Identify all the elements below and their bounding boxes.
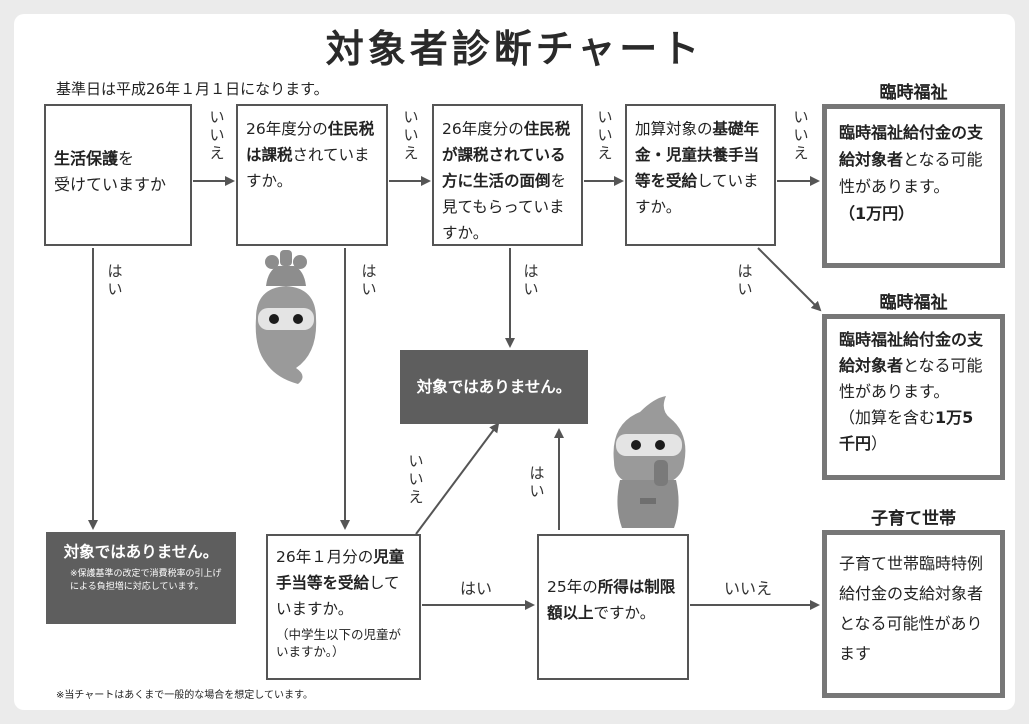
q2-pre: 26年度分の (246, 120, 328, 138)
result3-box: 子育て世帯臨時特例給付金の支給対象者となる可能性があります (822, 530, 1005, 698)
r3-text: 子育て世帯臨時特例給付金の支給対象者となる可能性があります (839, 554, 984, 663)
reference-date-note: 基準日は平成26年１月１日になります。 (56, 80, 329, 98)
r2-amount-pre: （加算を含む (839, 408, 936, 427)
question-income-box: 25年の所得は制限額以上ですか。 (537, 534, 689, 680)
ninja-mascot-upside-down-icon (255, 250, 317, 384)
label-no-q5: いいえ (408, 452, 424, 506)
result1-box: 臨時福祉給付金の支給対象者となる可能性があります。 （1万円） (822, 104, 1005, 268)
question-child-allowance-box: 26年１月分の児童手当等を受給していますか。 （中学生以下の児童がいますか。） (266, 534, 421, 680)
q1-mid: を (118, 149, 135, 168)
label-yes-q2: はい (361, 262, 377, 298)
q5-post: していますか。 (276, 574, 400, 618)
q6-post: ですか。 (593, 604, 656, 622)
label-no-q2: いいえ (403, 108, 419, 162)
question-welfare-box: 生活保護を 受けていますか (44, 104, 192, 246)
q5-note: （中学生以下の児童がいますか。） (276, 627, 402, 659)
q1-text: 受けていますか (54, 175, 167, 194)
r2-bold: 臨時福祉給付金の支給対象者 (839, 330, 984, 375)
result2-heading: 臨時福祉 (879, 293, 948, 313)
q6-pre: 25年の (547, 578, 598, 596)
r1-bold: 臨時福祉給付金の支給対象者 (839, 123, 984, 169)
label-no-q1: いいえ (209, 108, 225, 162)
q4-pre: 加算対象の (635, 120, 713, 138)
question-dependent-box: 26年度分の住民税が課税されている方に生活の面倒を見てもらっていますか。 (432, 104, 583, 246)
label-yes-q1: はい (107, 262, 123, 298)
q5-pre: 26年１月分の (276, 548, 374, 566)
label-no-q4: いいえ (793, 108, 809, 162)
label-yes-q6: はい (529, 464, 545, 500)
q1-bold: 生活保護 (54, 149, 119, 168)
result3-heading: 子育て世帯 (871, 509, 956, 529)
label-yes-q4: はい (737, 262, 753, 298)
q3-post: を見てもらっていますか。 (442, 172, 567, 242)
label-yes-q3: はい (523, 262, 539, 298)
result1-heading: 臨時福祉 (879, 83, 948, 103)
page-title: 対象者診断チャート (325, 27, 704, 71)
r2-text: となる可能性があります。 (839, 356, 983, 401)
question-pension-box: 加算対象の基礎年金・児童扶養手当等を受給していますか。 (625, 104, 776, 246)
label-yes-q5: はい (460, 579, 493, 598)
r2-amount-post: ） (871, 434, 888, 453)
result2-box: 臨時福祉給付金の支給対象者となる可能性があります。 （加算を含む1万5千円） (822, 314, 1005, 480)
label-no-q3: いいえ (597, 108, 613, 162)
q6-bold: 所得は制限額以上 (547, 578, 676, 622)
q2-bold: 住民税は課税 (246, 120, 375, 164)
q4-post: していますか。 (635, 172, 759, 216)
not-target-center-label: 対象ではありません。 (416, 378, 572, 396)
not-target-center-box: 対象ではありません。 (400, 350, 588, 424)
q3-pre: 26年度分の (442, 120, 524, 138)
ninja-mascot-icon (613, 396, 686, 528)
q5-bold: 児童手当等を受給 (276, 548, 405, 592)
q4-bold: 基礎年金・児童扶養手当等を受給 (635, 120, 760, 190)
disclaimer-note: ※当チャートはあくまで一般的な場合を想定しています。 (56, 690, 313, 701)
label-no-q6: いいえ (724, 579, 773, 598)
r1-text: となる可能性があります。 (839, 150, 983, 196)
r2-amount-bold: 1万5千円 (839, 408, 974, 453)
q3-bold: 住民税が課税されている方に生活の面倒 (442, 120, 571, 190)
arrow-q5-not-target (415, 422, 500, 535)
question-resident-tax-box: 26年度分の住民税は課税されていますか。 (236, 104, 388, 246)
not-target-left-note: ※保護基準の改定で消費税率の引上げによる負担増に対応しています。 (70, 569, 222, 592)
r1-amount: （1万円） (839, 204, 915, 223)
q2-post: されていますか。 (246, 146, 370, 190)
not-target-left-label: 対象ではありません。 (63, 543, 219, 561)
not-target-left-box: 対象ではありません。 ※保護基準の改定で消費税率の引上げによる負担増に対応してい… (46, 532, 236, 624)
arrow-q4-r2 (757, 247, 822, 312)
